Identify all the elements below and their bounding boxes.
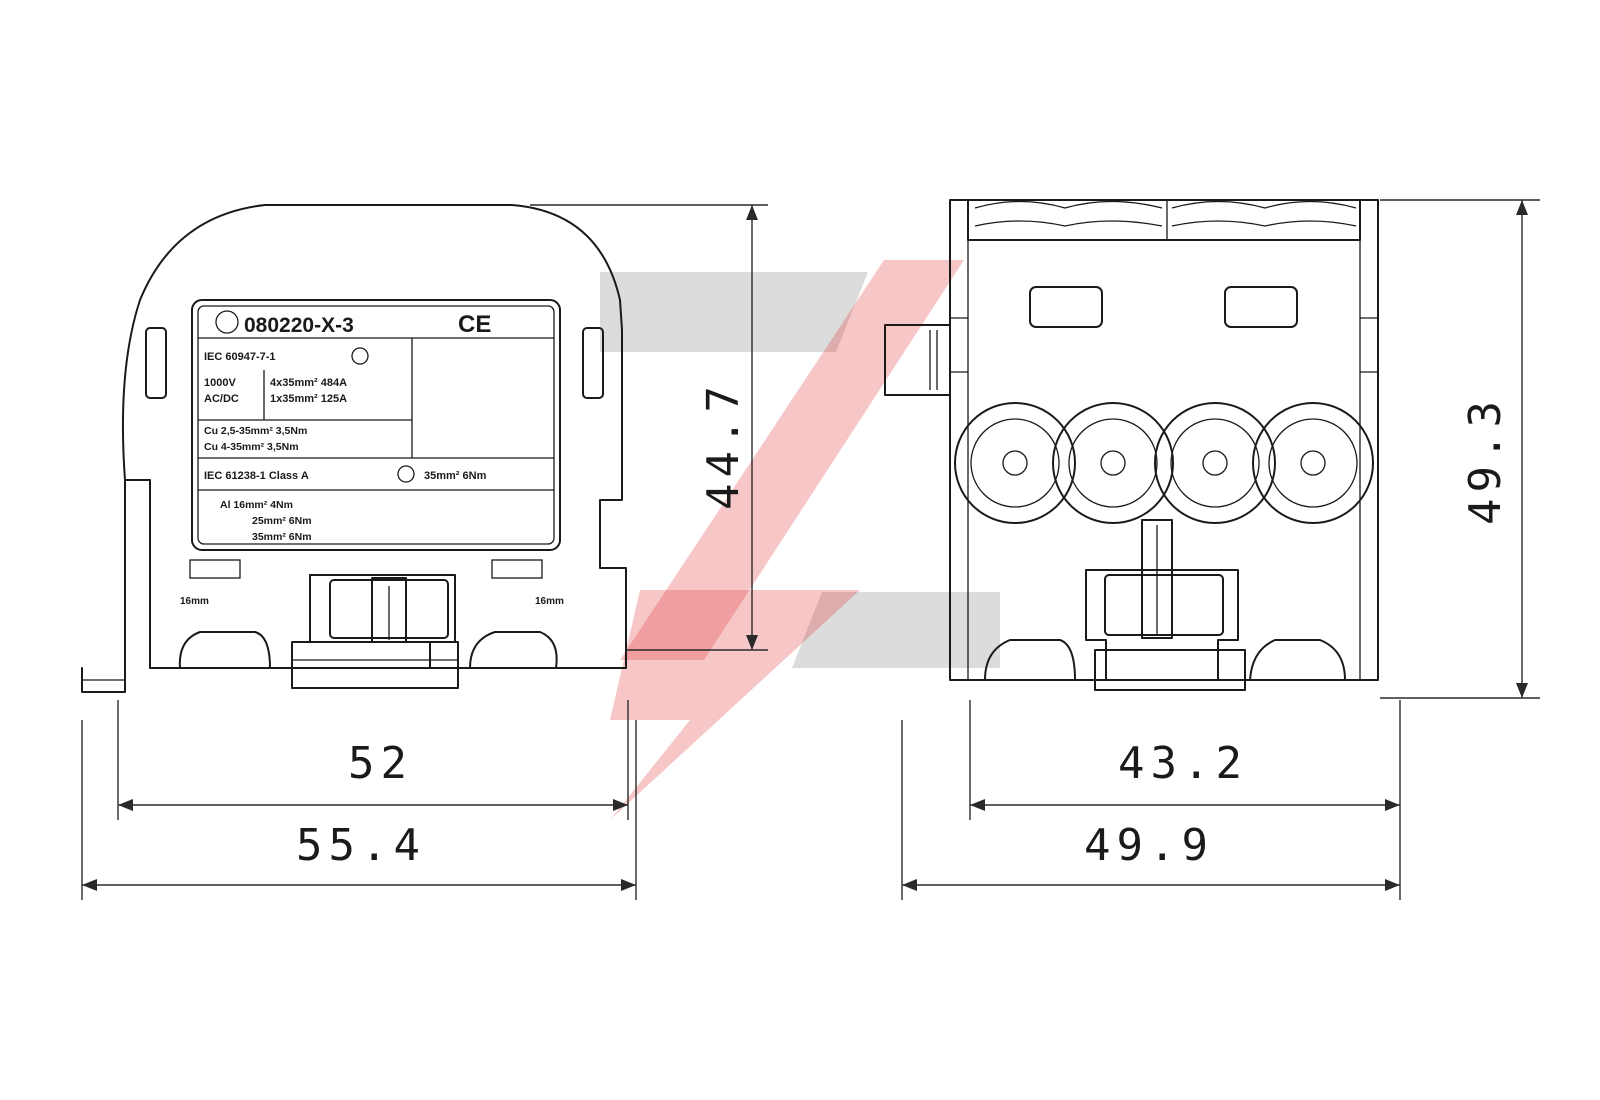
label-al-2: 25mm² 6Nm (252, 515, 312, 527)
watermark-logo (600, 260, 1000, 820)
dimension-lines (81, 199, 1540, 900)
right-tag: 16mm (535, 596, 564, 607)
part-number: 080220-X-3 (244, 314, 354, 337)
side-view (884, 199, 1379, 691)
label-rating-2: 1x35mm² 125A (270, 393, 347, 405)
terminal-screw (1252, 402, 1374, 524)
terminal-screw (1154, 402, 1276, 524)
dim-side-height: 49.3 (1460, 395, 1511, 525)
label-rating-1: 4x35mm² 484A (270, 377, 347, 389)
dim-side-width-outer: 49.9 (1084, 820, 1214, 871)
terminal-screw (954, 402, 1076, 524)
label-standard-1: IEC 60947-7-1 (204, 351, 276, 363)
front-view: 080220-X-3 CE IEC 60947-7-1 1000V AC/DC … (81, 204, 627, 693)
label-standard-2-extra: 35mm² 6Nm (424, 470, 487, 482)
dim-front-width-outer: 55.4 (296, 820, 426, 871)
label-voltage-2: AC/DC (204, 393, 239, 405)
label-al-3: 35mm² 6Nm (252, 531, 312, 543)
dim-front-height: 44.7 (698, 380, 749, 510)
label-cu-2: Cu 4-35mm² 3,5Nm (204, 441, 299, 453)
terminal-screw (1052, 402, 1174, 524)
label-al-1: Al 16mm² 4Nm (220, 499, 293, 511)
label-standard-2: IEC 61238-1 Class A (204, 470, 309, 482)
brand-logo-icon (215, 310, 239, 334)
label-cu-1: Cu 2,5-35mm² 3,5Nm (204, 425, 307, 437)
label-voltage-1: 1000V (204, 377, 236, 389)
ce-mark: CE (458, 311, 491, 338)
dim-side-width-inner: 43.2 (1118, 738, 1248, 789)
certification-icon (351, 347, 369, 365)
left-tag: 16mm (180, 596, 209, 607)
certification-icon-2 (397, 465, 415, 483)
dim-front-width-inner: 52 (348, 738, 413, 789)
